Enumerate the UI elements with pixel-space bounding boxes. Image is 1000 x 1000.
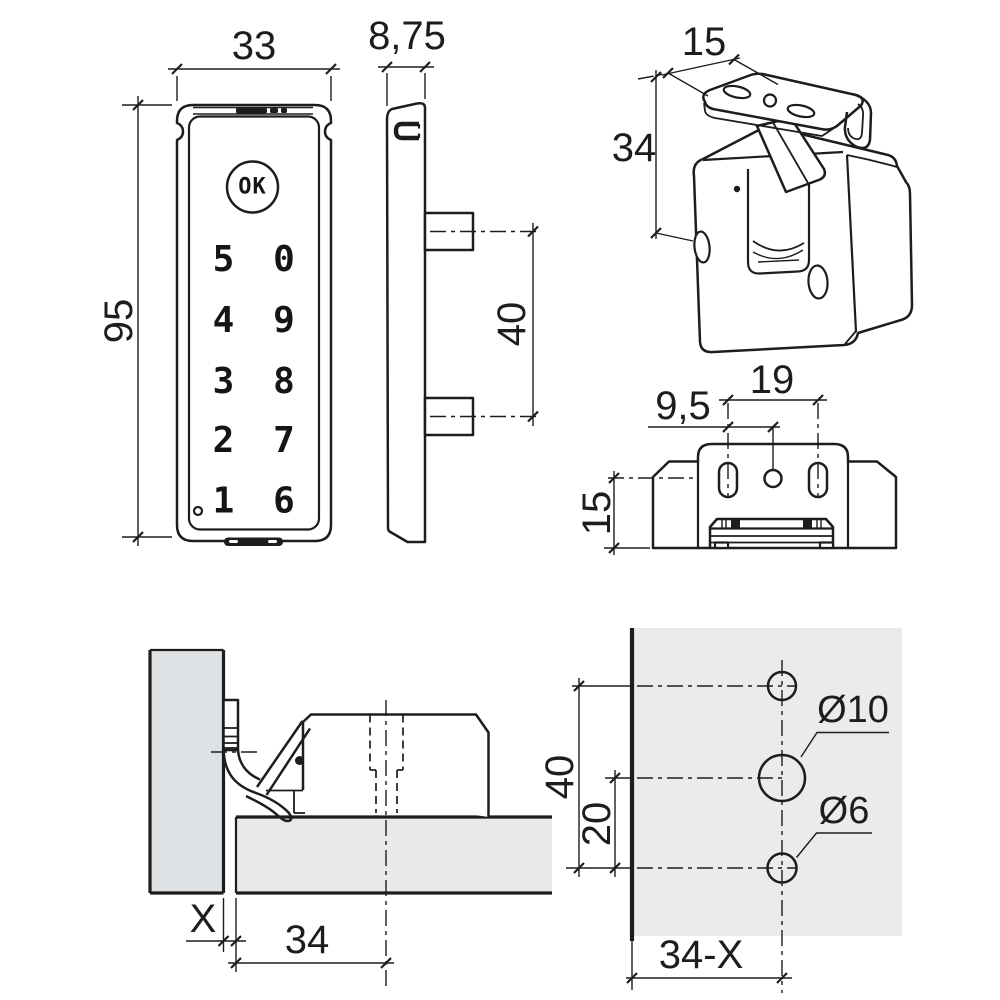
- hole-offset-label: 9,5: [655, 384, 711, 428]
- slot-spacing-label: 19: [750, 358, 795, 402]
- top-mechanism: [708, 517, 835, 550]
- iso-latch-channel: [746, 165, 811, 275]
- top-center-hole: [763, 468, 783, 489]
- keypad-top-strip: [193, 106, 313, 115]
- iso-height-label: 34: [612, 126, 657, 170]
- large-hole-callout: Ø10: [800, 689, 889, 758]
- key-3[interactable]: 3: [213, 361, 235, 402]
- small-hole-callout: Ø6: [795, 790, 872, 858]
- keypad-digits: 5 0 4 9 3 8 2 7 1 6: [213, 239, 295, 522]
- iso-plate-slot-right: [786, 103, 816, 119]
- keypad-face: [187, 115, 321, 531]
- ok-button-ring[interactable]: [225, 160, 280, 214]
- large-hole-label: Ø10: [817, 689, 889, 731]
- bottom-tab-slot: [268, 540, 277, 543]
- lower-spacing-label: 20: [575, 802, 619, 847]
- pin-spacing-dimension: 40: [490, 223, 539, 426]
- section-latch-hook: [222, 720, 312, 823]
- key-6[interactable]: 6: [273, 481, 295, 522]
- edge-distance-label: 34-X: [659, 933, 744, 977]
- ok-button-label[interactable]: OK: [238, 175, 267, 200]
- iso-height-dimension: 34: [612, 70, 694, 242]
- lower-spacing-dimension: 20: [575, 770, 632, 877]
- iso-body-corner-edge: [844, 330, 857, 345]
- section-lock-body: [301, 713, 490, 817]
- offset-dimension: 34: [228, 918, 394, 969]
- key-8[interactable]: 8: [273, 361, 295, 402]
- key-4[interactable]: 4: [213, 300, 235, 341]
- section-pivot-dot: [295, 756, 304, 765]
- iso-front-oval-button: [807, 264, 829, 300]
- iso-plate-slot-left: [722, 84, 752, 100]
- overlay-label: X: [190, 897, 217, 941]
- key-9[interactable]: 9: [273, 300, 295, 341]
- side-thickness-label: 8,75: [368, 14, 446, 58]
- iso-plate-width-dimension: 15: [637, 20, 779, 97]
- iso-left-oval-button: [693, 230, 711, 264]
- front-view: OK 5 0 4 9 3 8 2 7 1 6 33: [97, 24, 340, 546]
- pin-spacing-label: 40: [490, 302, 534, 347]
- side-clip-notch: [393, 121, 421, 141]
- key-7[interactable]: 7: [273, 420, 295, 461]
- door-panel: [150, 650, 224, 893]
- top-mechanism-foot-left: [713, 541, 730, 550]
- top-view-outline: [651, 442, 898, 550]
- section-view: X 34: [148, 648, 552, 988]
- top-view: 19 9,5 15: [575, 358, 898, 555]
- iso-body-right-edge: [845, 154, 858, 333]
- section-screw-hole-hidden: [369, 714, 404, 813]
- iso-strike-plate: [702, 72, 864, 131]
- drill-template-view: Ø10 Ø6 40 20 34-X: [538, 628, 902, 993]
- slot-spacing-dimension: 19: [719, 358, 827, 497]
- front-height-dimension: 95: [97, 96, 172, 546]
- front-width-dimension: 33: [168, 24, 340, 101]
- isometric-view: 15 34: [612, 20, 914, 354]
- section-strike-bracket: [211, 698, 258, 753]
- iso-plate-width-label: 15: [682, 20, 727, 64]
- iso-latch-arm-fold: [772, 122, 809, 184]
- overlay-dimension: X: [186, 897, 246, 972]
- key-1[interactable]: 1: [213, 481, 235, 522]
- iso-plate-thickness-edge: [703, 102, 838, 137]
- iso-plate-center-hole: [762, 93, 778, 108]
- top-depth-label: 15: [575, 491, 619, 536]
- side-view: 8,75 40: [368, 14, 541, 544]
- iso-body-top-side-edge: [846, 154, 898, 168]
- cabinet-panel: [236, 817, 552, 893]
- side-profile-outline: [385, 101, 427, 544]
- bottom-tab: [224, 537, 283, 546]
- iso-plate-flange-inner: [847, 103, 865, 141]
- offset-label: 34: [285, 918, 330, 962]
- edge-distance-dimension: 34-X: [626, 933, 792, 990]
- key-0[interactable]: 0: [273, 239, 295, 280]
- front-width-label: 33: [232, 24, 277, 68]
- iso-pivot-dot: [733, 185, 741, 193]
- ok-button[interactable]: OK: [225, 160, 280, 214]
- side-thickness-dimension: 8,75: [368, 14, 446, 106]
- small-hole-label: Ø6: [819, 790, 870, 832]
- iso-plate-flange: [843, 92, 873, 150]
- drill-hole-middle: [757, 753, 807, 803]
- key-5[interactable]: 5: [213, 239, 235, 280]
- hole-spacing-label: 40: [538, 755, 582, 800]
- bottom-tab-slot: [229, 540, 238, 543]
- top-depth-dimension: 15: [575, 471, 698, 555]
- hole-spacing-dimension: 40: [538, 678, 632, 877]
- front-height-label: 95: [97, 299, 141, 344]
- led-indicator: [192, 505, 204, 517]
- drill-hole-bottom: [766, 852, 798, 884]
- drill-panel: [632, 628, 902, 936]
- hole-offset-dimension: 9,5: [648, 384, 780, 469]
- top-strip-slot: [236, 107, 267, 114]
- key-2[interactable]: 2: [213, 420, 235, 461]
- drill-hole-top: [766, 670, 798, 702]
- top-mechanism-foot-right: [818, 541, 835, 550]
